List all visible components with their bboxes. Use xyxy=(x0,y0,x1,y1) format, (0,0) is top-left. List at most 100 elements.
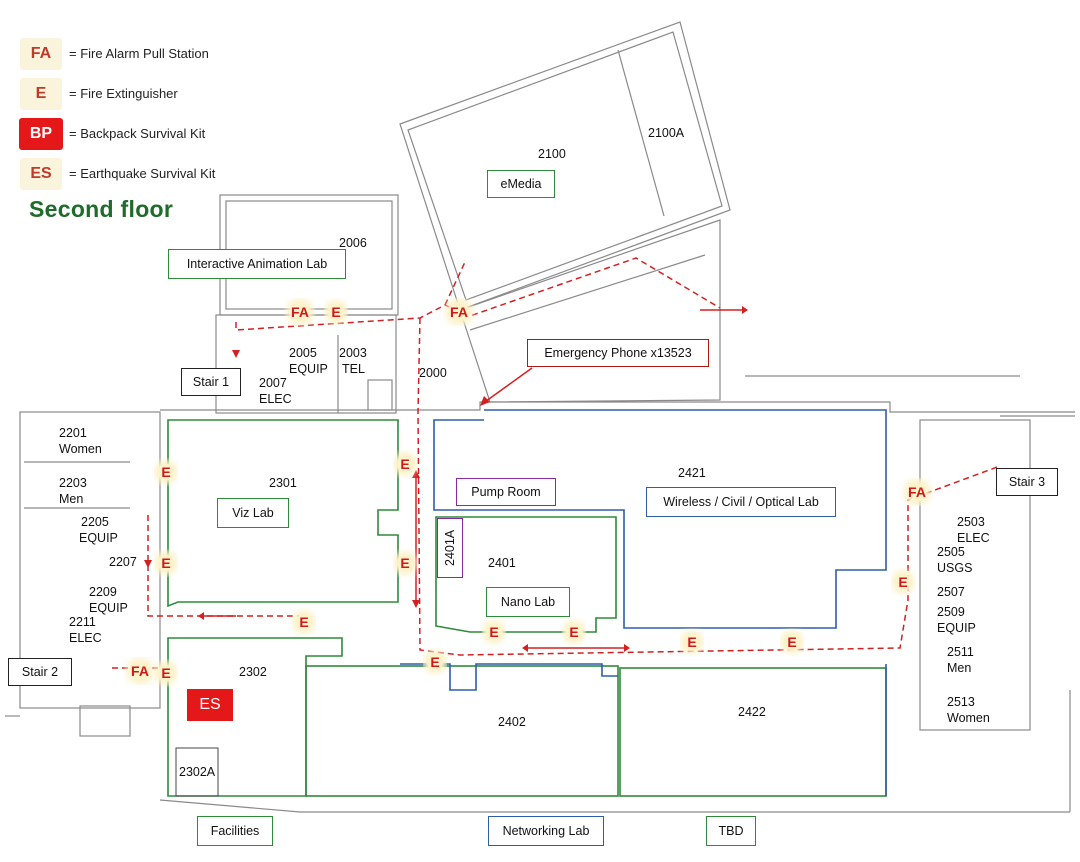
arrow-head-main-left xyxy=(522,644,528,652)
extinguisher-marker: E xyxy=(780,628,804,656)
room-2007-elec: ELEC xyxy=(259,392,292,406)
route-emedia xyxy=(444,261,466,306)
wall-emedia xyxy=(399,21,731,311)
room-2203-men: Men xyxy=(59,492,84,506)
room-2509-equip: EQUIP xyxy=(937,621,976,635)
room-2201-women: Women xyxy=(59,442,102,456)
stair-edge xyxy=(469,254,706,331)
room-2402: 2402 xyxy=(498,715,526,729)
extinguisher-marker: E xyxy=(154,458,178,486)
arrow-head-stair1 xyxy=(232,350,240,358)
arrow-head-east xyxy=(742,306,748,314)
outline-2302 xyxy=(167,637,343,797)
room-2205: 2205 xyxy=(81,515,109,529)
label-networking-lab: Networking Lab xyxy=(488,816,604,846)
arrow-head-phone xyxy=(480,396,490,406)
room-2209: 2209 xyxy=(89,585,117,599)
extinguisher-marker: E xyxy=(292,608,316,636)
room-2401: 2401 xyxy=(488,556,516,570)
wall-emedia-inner xyxy=(407,31,723,301)
extinguisher-marker: E xyxy=(393,549,417,577)
room-2006: 2006 xyxy=(339,236,367,250)
elevator xyxy=(79,705,131,737)
room-2203: 2203 xyxy=(59,476,87,490)
room-2302a: 2302A xyxy=(179,765,216,779)
wall-east xyxy=(919,419,1031,731)
label-facilities: Facilities xyxy=(197,816,273,846)
room-2505-usgs: USGS xyxy=(937,561,973,575)
label-stair-1: Stair 1 xyxy=(181,368,241,396)
legend-e-badge: E xyxy=(20,78,62,110)
room-2513: 2513 xyxy=(947,695,975,709)
room-2421: 2421 xyxy=(678,466,706,480)
room-2507: 2507 xyxy=(937,585,965,599)
phone-pointer xyxy=(481,367,533,405)
outline-2421 xyxy=(433,409,887,629)
floor-title: Second floor xyxy=(29,196,174,222)
outline-2402 xyxy=(305,665,619,797)
room-2003: 2003 xyxy=(339,346,367,360)
room-2207: 2207 xyxy=(109,555,137,569)
room-2511: 2511 xyxy=(947,645,974,659)
fire-alarm-marker: FA xyxy=(284,298,316,326)
room-2301: 2301 xyxy=(269,476,297,490)
label-stair-3: Stair 3 xyxy=(996,468,1058,496)
room-2000: 2000 xyxy=(419,366,447,380)
fire-alarm-marker: FA xyxy=(124,657,156,685)
room-2509: 2509 xyxy=(937,605,965,619)
wall-south xyxy=(159,799,1070,813)
room-2205-equip: EQUIP xyxy=(79,531,118,545)
room-2005-equip: EQUIP xyxy=(289,362,328,376)
extinguisher-marker: E xyxy=(154,549,178,577)
legend-es-badge: ES xyxy=(20,158,62,190)
room-2201: 2201 xyxy=(59,426,87,440)
room-2211-elec: ELEC xyxy=(69,631,102,645)
room-2100a: 2100A xyxy=(648,126,685,140)
legend-fa-badge: FA xyxy=(20,38,62,70)
label-animation-lab: Interactive Animation Lab xyxy=(168,249,346,279)
earthquake-kit-marker: ES xyxy=(187,689,233,721)
route-west xyxy=(147,515,300,617)
extinguisher-marker: E xyxy=(324,298,348,326)
outline-2401 xyxy=(435,516,617,633)
room-2511-men: Men xyxy=(947,661,972,675)
legend-bp-badge: BP xyxy=(19,118,63,150)
arrow-head-main-right xyxy=(624,644,630,652)
label-tbd: TBD xyxy=(706,816,756,846)
room-2007: 2007 xyxy=(259,376,287,390)
legend-bp-text: = Backpack Survival Kit xyxy=(69,126,206,141)
room-2005: 2005 xyxy=(289,346,317,360)
outline-2302a xyxy=(175,747,219,797)
extinguisher-marker: E xyxy=(482,618,506,646)
legend-es-text: = Earthquake Survival Kit xyxy=(69,166,216,181)
outline-2402-blue xyxy=(400,663,618,691)
room-2503: 2503 xyxy=(957,515,985,529)
label-viz-lab: Viz Lab xyxy=(217,498,289,528)
label-emedia: eMedia xyxy=(487,170,555,198)
arrow-head-2207 xyxy=(144,560,152,568)
arrow-head-down xyxy=(412,600,420,608)
extinguisher-marker: E xyxy=(562,618,586,646)
room-2302: 2302 xyxy=(239,665,267,679)
wall-north xyxy=(160,401,1075,413)
room-2003-tel: TEL xyxy=(342,362,365,376)
wall-atrium xyxy=(459,219,721,403)
legend-e-text: = Fire Extinguisher xyxy=(69,86,178,101)
wall-2100a xyxy=(617,49,665,217)
outline-2422 xyxy=(619,667,887,797)
label-pump-room: Pump Room xyxy=(456,478,556,506)
room-2211: 2211 xyxy=(69,615,96,629)
room-2422: 2422 xyxy=(738,705,766,719)
room-2100: 2100 xyxy=(538,147,566,161)
extinguisher-marker: E xyxy=(393,450,417,478)
label-nano-lab: Nano Lab xyxy=(486,587,570,617)
label-stair-2: Stair 2 xyxy=(8,658,72,686)
room-2503-elec: ELEC xyxy=(957,531,990,545)
extinguisher-marker: E xyxy=(680,628,704,656)
label-emergency-phone: Emergency Phone x13523 xyxy=(527,339,709,367)
label-wireless-lab: Wireless / Civil / Optical Lab xyxy=(646,487,836,517)
extinguisher-marker: E xyxy=(891,568,915,596)
fire-alarm-marker: FA xyxy=(443,298,475,326)
extinguisher-marker: E xyxy=(154,659,178,687)
room-2209-equip: EQUIP xyxy=(89,601,128,615)
